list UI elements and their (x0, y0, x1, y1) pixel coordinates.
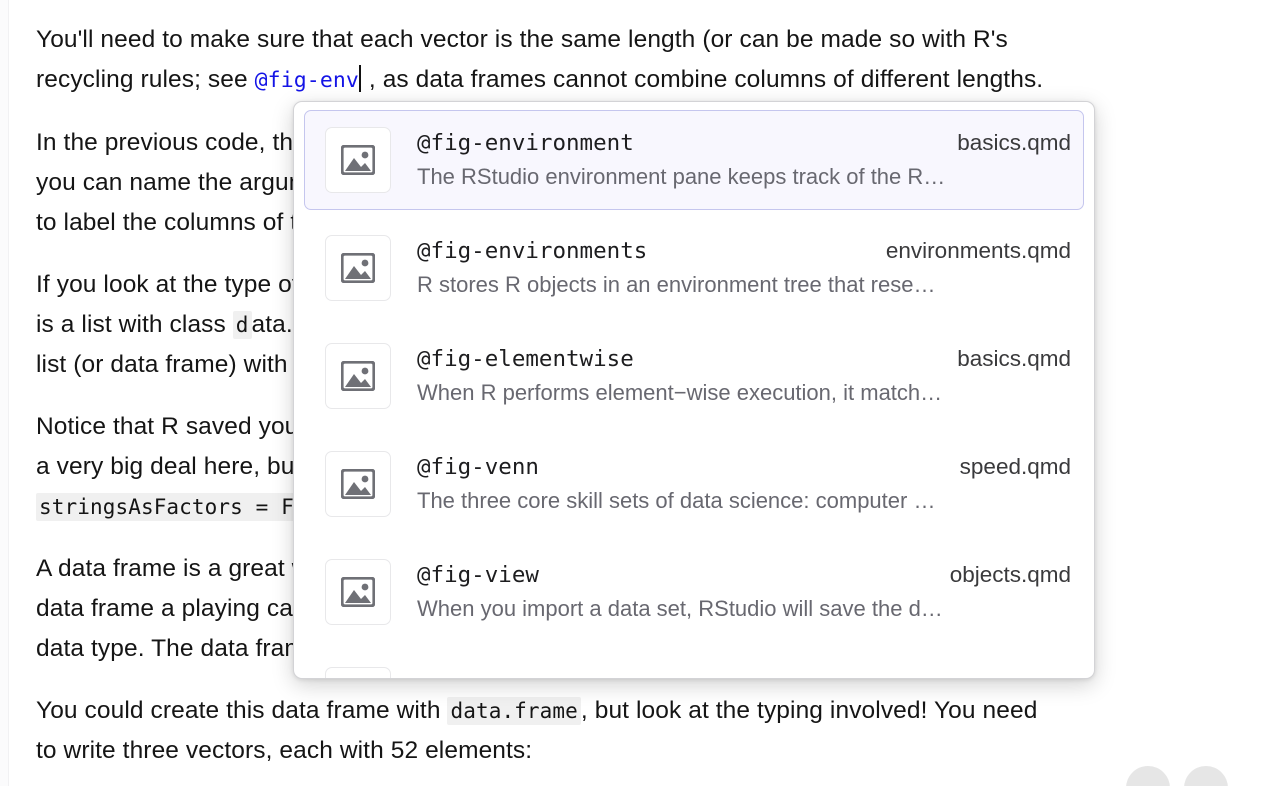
image-icon (325, 451, 391, 517)
inline-code: data.frame (447, 697, 581, 725)
image-icon (325, 343, 391, 409)
autocomplete-item-body: @fig-environments environments.qmd R store… (417, 238, 1071, 298)
inline-code: d (232, 311, 252, 339)
autocomplete-item-header: @fig-environments environments.qmd (417, 238, 1071, 264)
autocomplete-item-header: @fig-environment basics.qmd (417, 130, 1071, 156)
autocomplete-item-title: @fig-venn (417, 454, 539, 480)
autocomplete-item-description: When R performs element−wise execution, … (417, 380, 943, 405)
autocomplete-item-header: @fig-view objects.qmd (417, 562, 1071, 588)
fab-right-button[interactable] (1184, 766, 1228, 786)
autocomplete-item-description: The three core skill sets of data scienc… (417, 488, 936, 513)
prose-text: , but look at the typing involved! You n… (36, 697, 1038, 764)
editor-gutter (0, 0, 9, 786)
autocomplete-item-header: @fig-elementwise basics.qmd (417, 346, 1071, 372)
image-icon (325, 667, 391, 678)
autocomplete-item-title: @fig-view (417, 562, 539, 588)
autocomplete-item-file: basics.qmd (957, 130, 1071, 155)
image-icon (325, 559, 391, 625)
autocomplete-item-description: The RStudio environment pane keeps track… (417, 164, 946, 189)
image-icon (325, 235, 391, 301)
autocomplete-item-file: objects.qmd (949, 562, 1071, 587)
autocomplete-item-file: environments.qmd (885, 238, 1071, 263)
prose-text: You'll need to make sure that each vecto… (36, 26, 1008, 93)
paragraph: You could create this data frame with da… (36, 691, 1236, 771)
fab-left-button[interactable] (1126, 766, 1170, 786)
xref-token[interactable]: @fig-env (254, 68, 359, 93)
autocomplete-item-description: R stores R objects in an environment tre… (417, 272, 936, 297)
prose-text: , as data frames cannot combine columns … (361, 66, 1044, 93)
autocomplete-item[interactable] (304, 650, 1084, 678)
autocomplete-item-file: speed.qmd (959, 454, 1071, 479)
autocomplete-item[interactable]: @fig-environments environments.qmd R store… (304, 218, 1084, 318)
prose-text: You could create this data frame with (36, 697, 448, 724)
floating-button-group (1126, 766, 1228, 786)
image-icon (325, 127, 391, 193)
autocomplete-item-file: basics.qmd (957, 346, 1071, 371)
autocomplete-item-title: @fig-environment (417, 130, 634, 156)
autocomplete-item-title: @fig-elementwise (417, 346, 634, 372)
autocomplete-item-title: @fig-environments (417, 238, 648, 264)
autocomplete-item-description: When you import a data set, RStudio will… (417, 596, 943, 621)
text-cursor (358, 65, 361, 92)
paragraph: You'll need to make sure that each vecto… (36, 20, 1236, 101)
autocomplete-item-header: @fig-venn speed.qmd (417, 454, 1071, 480)
